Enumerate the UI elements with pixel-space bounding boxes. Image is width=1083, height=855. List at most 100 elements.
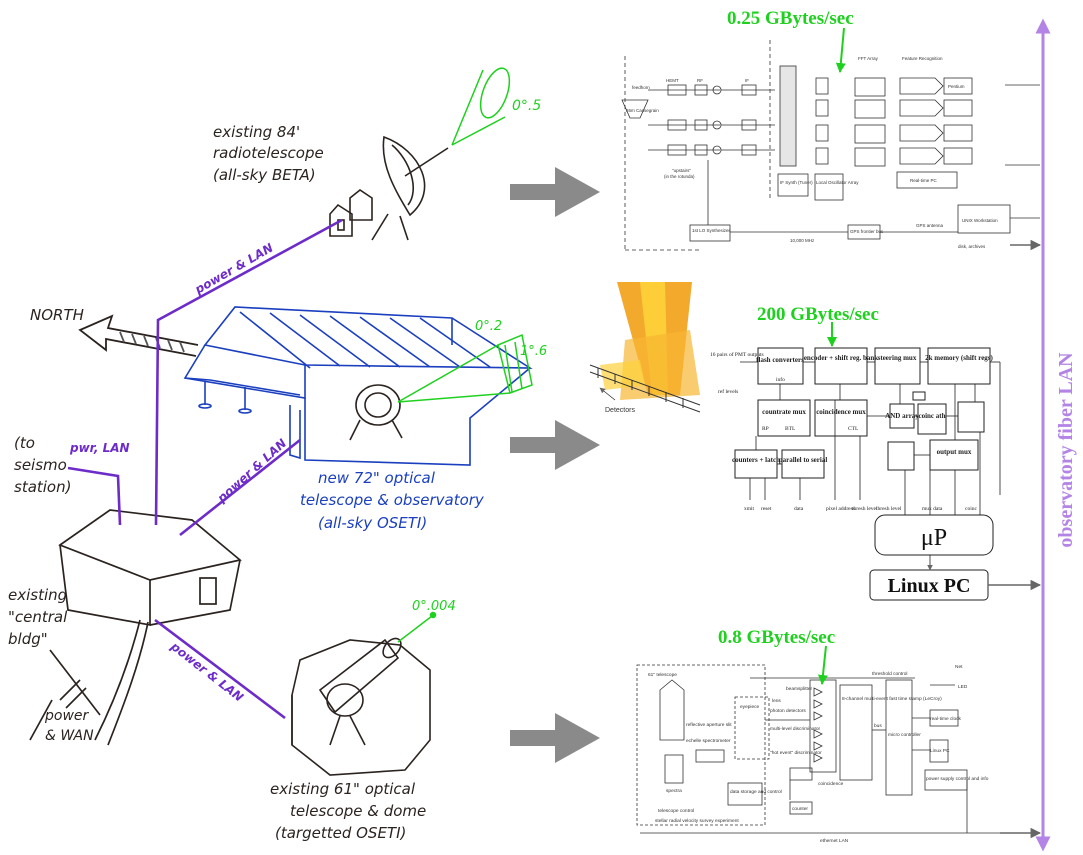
label-ref-levels: ref levels — [718, 388, 738, 395]
optical72-angle-1: 0°.2 — [475, 319, 502, 334]
b-label-beamsplitter: beamsplitter — [786, 686, 813, 692]
b-label-tel-control: telescope control — [658, 808, 694, 814]
lan-taps — [1000, 245, 1040, 833]
beta-label-rf: RF — [697, 78, 703, 83]
gray-arrows — [510, 167, 600, 763]
b-label-net: Net — [955, 664, 963, 670]
label-parallel-serial: parallel to serial — [779, 456, 828, 464]
b-label-61-telescope: 61" telescope — [648, 672, 677, 678]
beta-label-upstairs: "upstairs" — [672, 168, 691, 173]
central-label-3: bldg" — [8, 630, 48, 648]
seismo-link-label: pwr, LAN — [69, 441, 130, 455]
b-label-bus: bus — [874, 723, 882, 729]
optical72-label-1: new 72" optical — [318, 469, 436, 487]
telescope-72 — [350, 385, 402, 440]
b-label-lens: lens — [772, 698, 781, 704]
optical61-angle: 0°.004 — [412, 599, 456, 614]
radio-label-2: radiotelescope — [213, 144, 324, 162]
beta-label-gps-bus: GPS frontier bus — [850, 229, 884, 234]
optical72-link-label: power & LAN — [214, 436, 289, 506]
label-counters-latch: counters + latch — [732, 456, 780, 464]
beta-label-hemt: HEMT — [666, 78, 679, 83]
optical72-label-2: telescope & observatory — [300, 491, 485, 509]
central-label-2: "central — [8, 608, 68, 626]
label-and-array: AND array — [885, 412, 919, 420]
b-label-threshold: threshold control — [872, 671, 907, 677]
label-reset: reset — [761, 506, 772, 512]
b-label-photon-detectors: photon detectors — [770, 708, 806, 714]
b-label-linux-pc: Linux PC — [930, 748, 950, 754]
central-label-1: existing — [8, 586, 67, 604]
label-data: data — [794, 506, 804, 512]
block-parallel-serial — [782, 450, 824, 478]
b-label-spectra: spectra — [666, 788, 682, 794]
optical61-beam — [398, 613, 436, 643]
beta-label-1stlo: 1st LO Synthesizer — [692, 228, 731, 233]
b-label-hot-event: "hot event" discriminator — [770, 750, 822, 756]
label-output-mux: output mux — [937, 448, 972, 456]
north-label: NORTH — [30, 306, 84, 324]
label-2k-memory: 2k memory (shift regs) — [925, 354, 993, 362]
optical61-link-label: power & LAN — [167, 639, 246, 705]
power-wan-label-2: & WAN — [45, 728, 94, 744]
b-label-eyepiece: eyepiece — [740, 704, 760, 710]
optical72-label-3: (all-sky OSETI) — [318, 514, 427, 532]
oseti61-rate: 0.8 GBytes/sec — [718, 627, 835, 648]
power-lan-links — [68, 220, 342, 718]
beta-label-fft: FFT Array — [858, 56, 879, 61]
label-xmit: xmit — [744, 506, 755, 512]
label-mux-data: mux data — [922, 506, 943, 512]
label-btl: BTL — [785, 426, 796, 432]
label-info: info — [776, 376, 785, 383]
b-label-ethernet: ethernet LAN — [820, 838, 849, 844]
arrow-middle — [510, 420, 600, 470]
beta-label-10000mhz: 10,000 MHz — [790, 238, 815, 243]
lan-label: observatory fiber LAN — [1055, 352, 1077, 548]
power-wan-label-1: power — [44, 708, 90, 724]
label-thresh-level: thresh level — [876, 506, 902, 512]
label-thresh-level-2: thresh level — [852, 506, 878, 512]
label-ctl: CTL — [848, 426, 859, 432]
beta-label-pentium: Pentium — [948, 84, 965, 89]
block-coincidence-mux — [815, 400, 867, 436]
detector-optics — [590, 282, 700, 412]
beta-rate: 0.25 GBytes/sec — [727, 8, 854, 29]
b-label-8channel: 8-channel multi-event fast time stamp (L… — [842, 696, 942, 702]
label-coincidence-mux: coincidence mux — [816, 408, 866, 416]
label-countrate-mux: countrate mux — [762, 408, 806, 416]
block-counters-latch — [735, 450, 777, 478]
north-arrow — [80, 316, 198, 356]
optical61-label-2: telescope & dome — [290, 802, 426, 820]
label-encoder: encoder + shift reg. bank — [804, 354, 878, 362]
beta-label-gps-antenna: GPS antenna — [916, 223, 944, 228]
radio-link-label: power & LAN — [192, 241, 276, 298]
oseti72-rate: 200 GBytes/sec — [757, 304, 879, 325]
b-label-counter: counter — [792, 806, 808, 812]
label-pmt-outputs: 16 pairs of PMT outputs — [710, 351, 764, 358]
radio-angle: 0°.5 — [512, 98, 541, 114]
b-label-rtc: real-time clock — [930, 716, 962, 722]
b-label-slit: reflective aperture slit — [686, 722, 732, 728]
arrow-bottom — [510, 713, 600, 763]
beta-label-disk: disk, archives — [958, 244, 986, 249]
beta-label-realtime-pc: Real-time PC — [910, 178, 938, 183]
up-label: μP — [921, 525, 947, 551]
label-pixel-address: pixel address — [826, 506, 855, 512]
beta-label-cassegrain: 26m Cassegrain — [626, 108, 659, 113]
label-steering-mux: steering mux — [878, 354, 917, 362]
radiotelescope-sketch — [330, 137, 448, 240]
radio-label-3: (all-sky BETA) — [213, 166, 316, 184]
label-coinc-ath: coinc ath — [918, 412, 945, 420]
b-label-echelle: echelle spectrometer — [686, 738, 731, 744]
dome-61-sketch — [292, 635, 430, 775]
panel-oseti61 — [637, 665, 1035, 833]
seismo-label-2: seismo — [14, 456, 67, 474]
label-rp: RP — [762, 426, 769, 432]
b-label-coincidence: coincidence — [818, 781, 844, 787]
radio-beam — [452, 64, 515, 145]
beta-label-feature: Feature Recognition — [902, 56, 943, 61]
seismo-label-1: (to — [14, 434, 35, 452]
beta-label-feedhorn: feedhorn — [632, 85, 650, 90]
panel-oseti72 — [735, 348, 993, 600]
